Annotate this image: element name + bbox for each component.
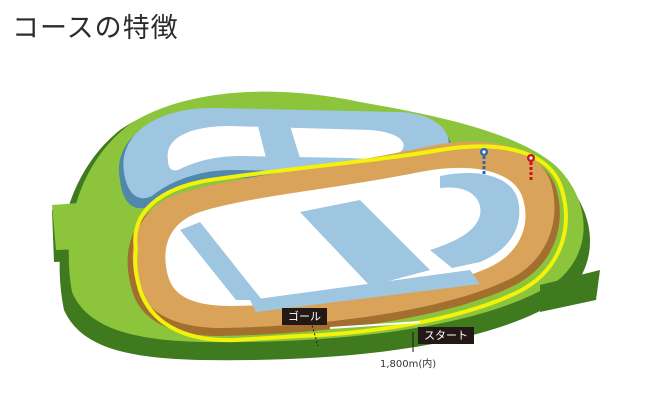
race-route-rail-inner bbox=[329, 321, 421, 329]
race-route-rail bbox=[133, 144, 568, 343]
pole-red-icon bbox=[527, 154, 535, 180]
distance-label: 1,800m(内) bbox=[380, 359, 437, 370]
infield-blue-diagonal bbox=[300, 200, 430, 286]
goal-label: ゴール bbox=[282, 308, 327, 325]
turf-right-lip bbox=[540, 270, 600, 312]
pole-blue-icon bbox=[480, 148, 488, 174]
training-track-connector bbox=[258, 126, 300, 158]
infield-blue-loop bbox=[430, 173, 520, 268]
start-label: スタート bbox=[418, 327, 474, 344]
infield-blue-path bbox=[180, 222, 262, 300]
page-title: コースの特徴 bbox=[12, 13, 179, 44]
infield-blue-bottom bbox=[250, 270, 480, 312]
